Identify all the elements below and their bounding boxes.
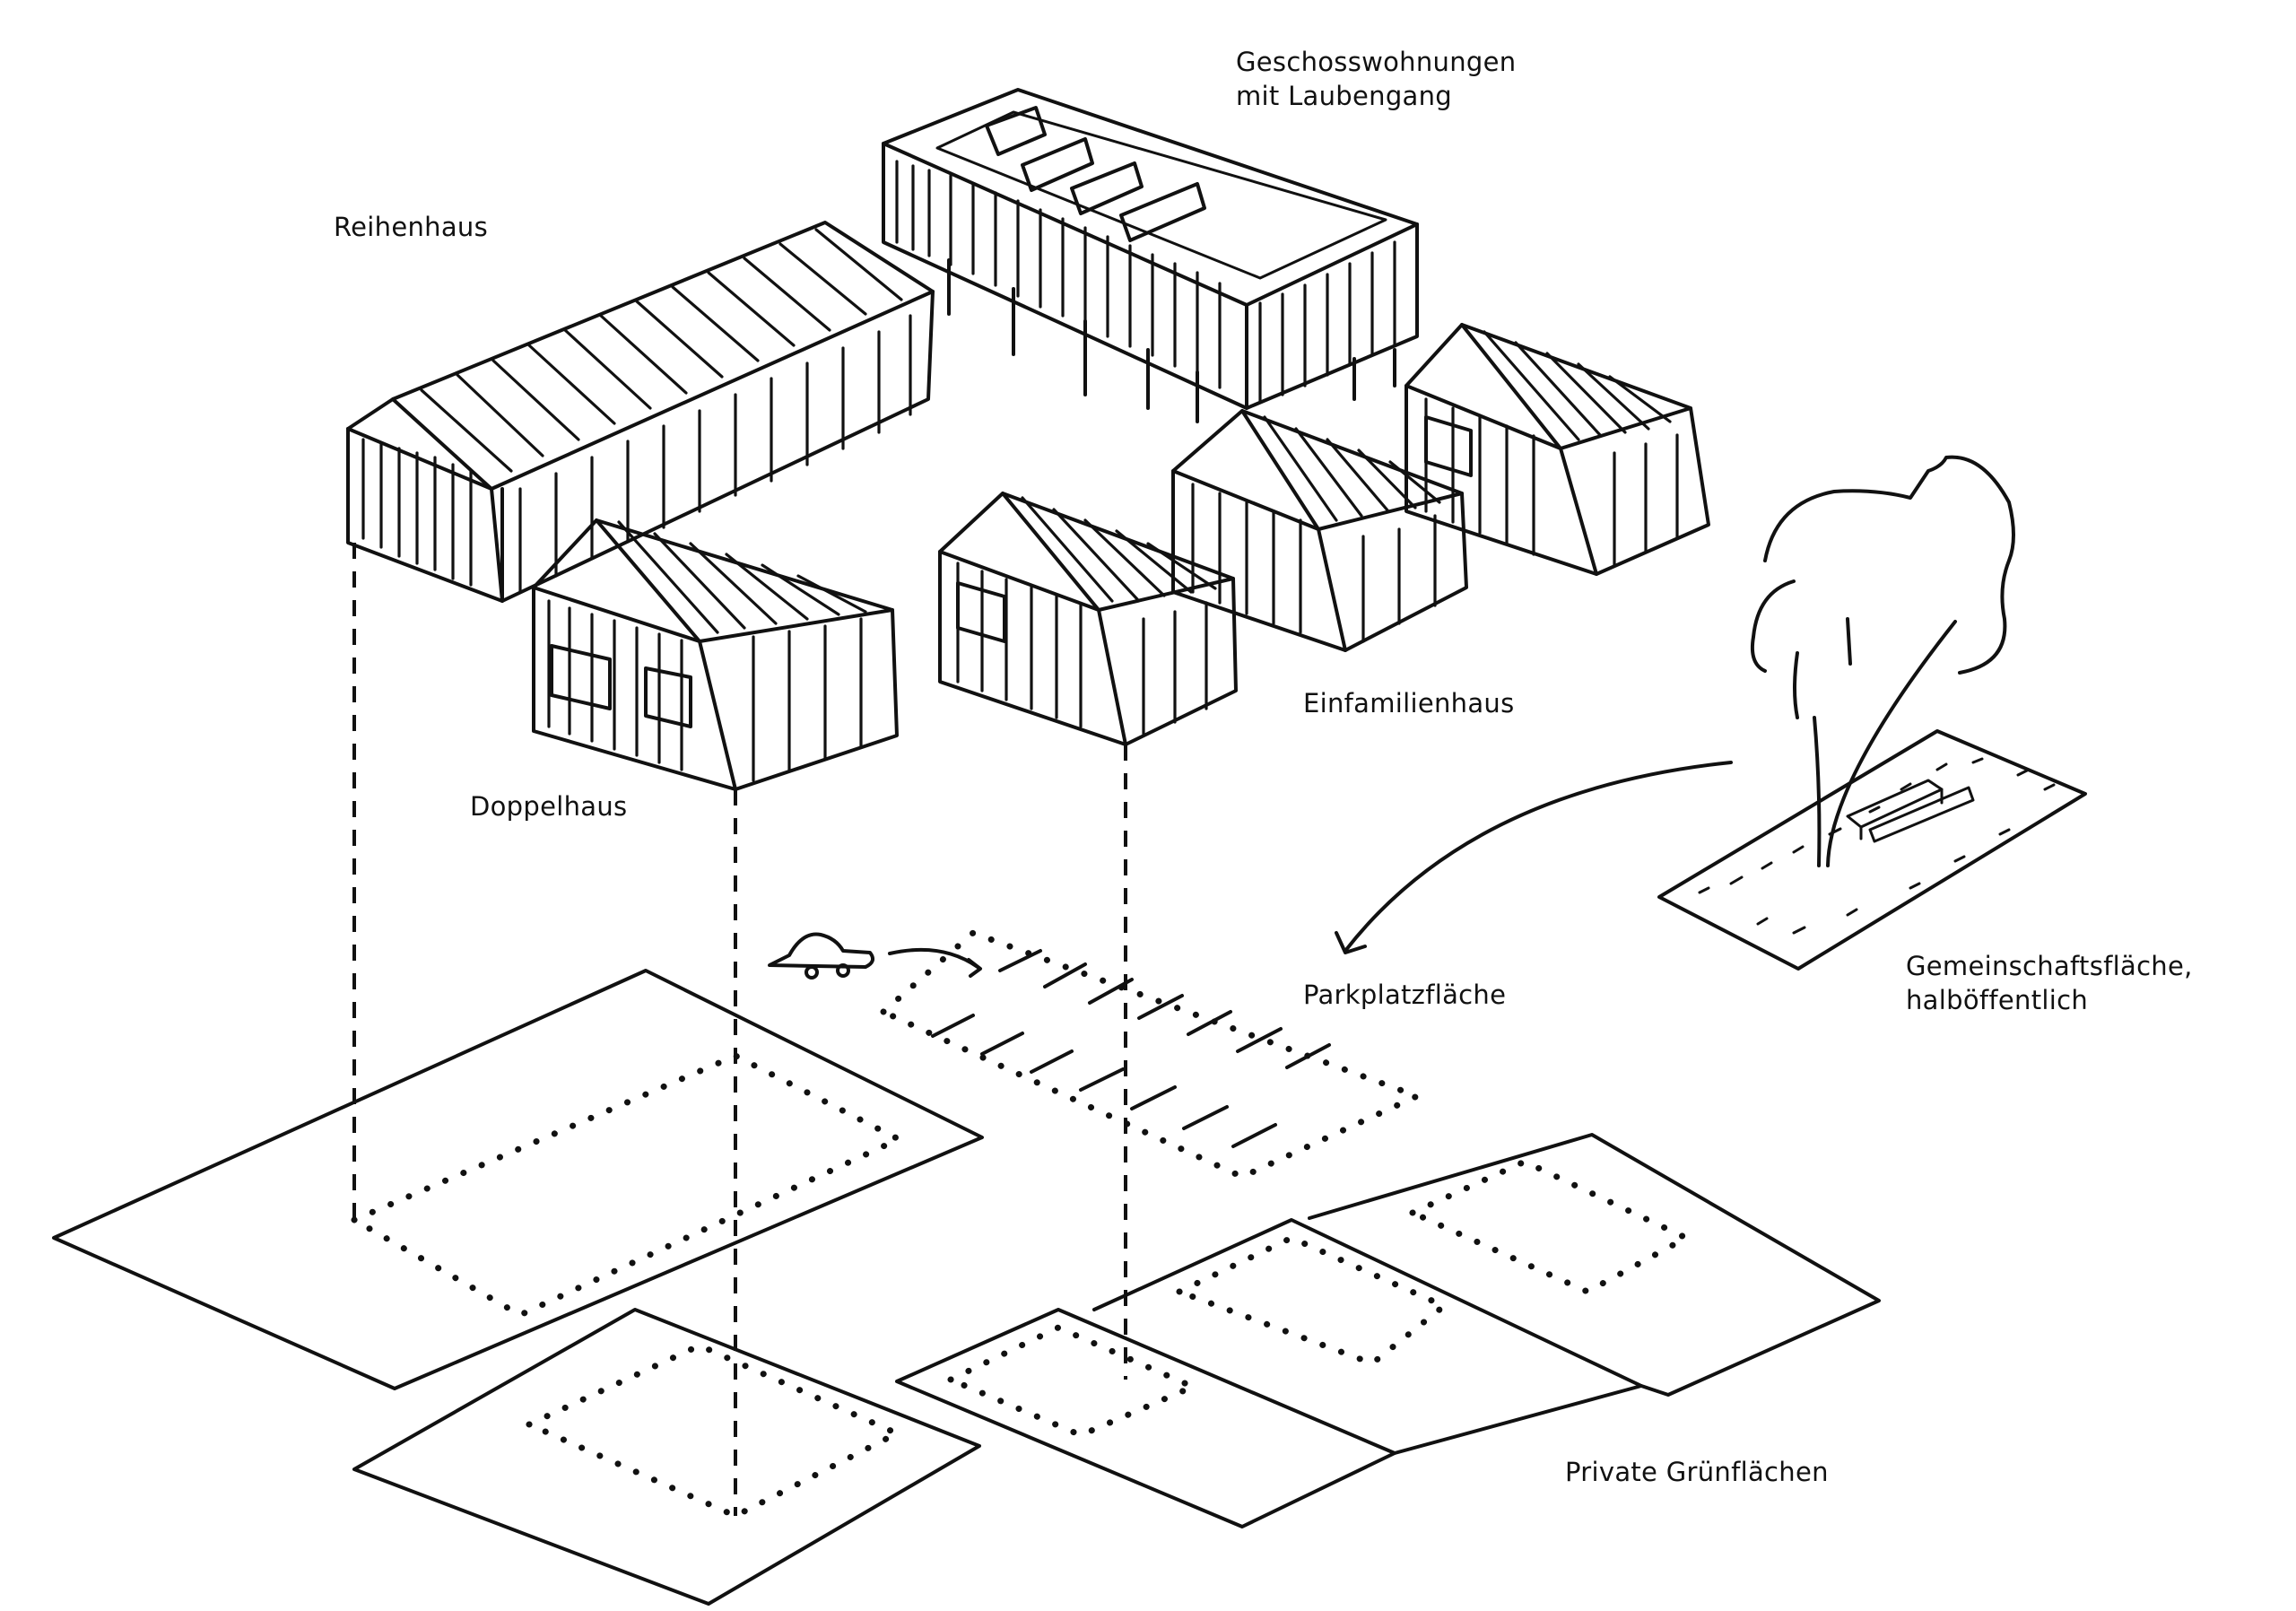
building-einfamilienhaus-3 [1405,323,1710,576]
private-green-plot-large [52,969,984,1390]
building-doppelhaus [532,518,899,791]
building-einfamilienhaus-1 [938,492,1238,746]
pointer-arrow-icon [1335,761,1733,954]
private-green-plot-doppelhaus [352,1308,981,1606]
label-doppelhaus: Doppelhaus [470,791,628,822]
building-reihenhaus [346,221,935,603]
label-line: halböffentlich [1906,985,2089,1015]
label-einfamilienhaus: Einfamilienhaus [1303,688,1515,718]
building-einfamilienhaus-2 [1171,409,1468,652]
label-line: mit Laubengang [1236,81,1453,111]
label-private-gruenflaechen: Private Grünflächen [1565,1457,1829,1487]
private-green-plot-efh-3 [1308,1133,1881,1397]
label-line: Geschosswohnungen [1236,47,1517,77]
car-arrow-icon [888,947,982,978]
bench-icon [1846,779,1975,843]
tree-icon [1750,455,2015,867]
solar-panels [985,106,1206,242]
pilotis [947,258,1396,423]
private-green-plot-efh-1 [895,1308,1396,1528]
private-green-plot-efh-2 [1092,1218,1643,1455]
car-icon [768,932,875,980]
label-gemeinschaftsflaeche: Gemeinschaftsfläche, halböffentlich [1906,949,2193,1017]
label-geschosswohnungen: Geschosswohnungen mit Laubengang [1236,45,1516,113]
projection-lines [352,543,1127,1516]
label-reihenhaus: Reihenhaus [334,212,488,242]
building-geschosswohnungen [882,88,1419,423]
label-parkplatzflaeche: Parkplatzfläche [1303,980,1507,1010]
parking-area [877,928,1426,1180]
shared-green-area [1657,729,2087,971]
label-line: Gemeinschaftsfläche, [1906,951,2193,981]
